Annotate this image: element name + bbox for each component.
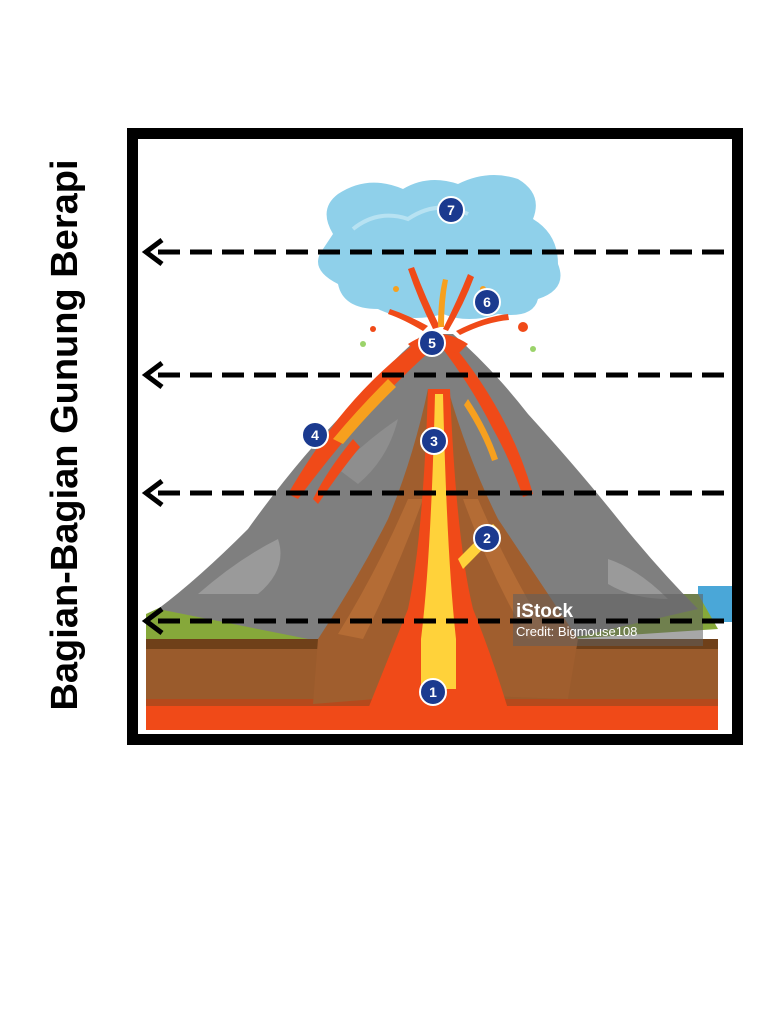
label-badge-6: 6 bbox=[473, 288, 501, 316]
label-number: 7 bbox=[447, 202, 455, 218]
label-number: 6 bbox=[483, 294, 491, 310]
arrowhead bbox=[141, 607, 164, 635]
lava-spray bbox=[443, 274, 474, 331]
lava-drop bbox=[393, 286, 399, 292]
label-number: 3 bbox=[430, 433, 438, 449]
lava-drop bbox=[530, 346, 536, 352]
volcano-diagram: iStock Credit: Bigmouse108 1 2 3 bbox=[141, 175, 732, 730]
lava-spray bbox=[456, 314, 509, 335]
label-number: 5 bbox=[428, 335, 436, 351]
label-number: 4 bbox=[311, 427, 319, 443]
lava-spray bbox=[438, 279, 448, 327]
label-badge-1: 1 bbox=[419, 678, 447, 706]
rock-patch bbox=[338, 419, 398, 484]
lava-spray bbox=[388, 309, 428, 331]
magma-pool bbox=[363, 694, 513, 719]
rock-patch bbox=[198, 539, 281, 594]
arrowhead bbox=[141, 361, 164, 389]
page-title: Bagian-Bagian Gunung Berapi bbox=[44, 159, 86, 711]
lava-drop bbox=[370, 326, 376, 332]
label-number: 1 bbox=[429, 684, 437, 700]
watermark-credit: Credit: Bigmouse108 bbox=[516, 624, 637, 639]
lava-drop bbox=[360, 341, 366, 347]
label-badge-5: 5 bbox=[418, 329, 446, 357]
label-badge-4: 4 bbox=[301, 421, 329, 449]
lava-flow bbox=[443, 339, 533, 497]
arrowhead bbox=[141, 479, 164, 507]
label-badge-2: 2 bbox=[473, 524, 501, 552]
lava-spray bbox=[408, 267, 440, 329]
label-badge-7: 7 bbox=[437, 196, 465, 224]
lava-drop bbox=[518, 322, 528, 332]
lava-flow bbox=[464, 399, 498, 461]
lava-flow bbox=[333, 379, 396, 444]
diagram-frame: iStock Credit: Bigmouse108 1 2 3 bbox=[127, 128, 743, 745]
magma-core bbox=[421, 394, 456, 689]
label-badge-3: 3 bbox=[420, 427, 448, 455]
ash-cloud bbox=[318, 175, 561, 319]
watermark-brand: iStock bbox=[516, 601, 573, 622]
interior-layer bbox=[338, 499, 423, 639]
rock-patch bbox=[608, 559, 668, 599]
arrowhead bbox=[141, 238, 164, 266]
pointer-arrows bbox=[141, 238, 732, 635]
lava-flow bbox=[313, 439, 360, 504]
label-number: 2 bbox=[483, 530, 491, 546]
